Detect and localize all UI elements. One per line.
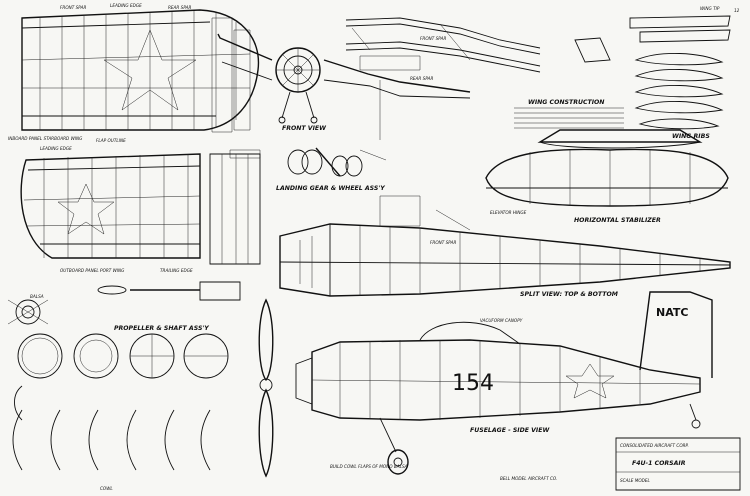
horizontal-stabilizer [485, 129, 729, 207]
elevator-hinge-label: ELEVATOR HINGE [490, 210, 527, 215]
fuselage-side-title: FUSELAGE - SIDE VIEW [470, 427, 550, 434]
trailing-edge-label: TRAILING EDGE [160, 268, 193, 273]
company-name: BELL MODEL AIRCRAFT CO. [500, 476, 557, 481]
fuselage-number-marking: 154 [452, 371, 494, 396]
rear-spar-note: REAR SPAR [410, 76, 433, 81]
front-view-title: FRONT VIEW [282, 125, 327, 132]
wing-ribs [634, 53, 724, 130]
cowl-formers [12, 333, 229, 471]
cowl-note: COWL [100, 486, 113, 491]
flap-outline-label: FLAP OUTLINE [96, 138, 126, 143]
leading-edge-port-label: LEADING EDGE [40, 146, 72, 151]
fuselage-side-view [295, 291, 713, 475]
canopy-label: VACUFORM CANOPY [480, 318, 523, 323]
front-spar-split-label: FRONT SPAR [430, 240, 456, 245]
landing-gear-assy [229, 147, 387, 177]
horizontal-stabilizer-title: HORIZONTAL STABILIZER [574, 217, 661, 224]
wing-tip-label: WING TIP [700, 6, 720, 11]
propeller-blade [258, 298, 274, 478]
propeller-shaft-assy [7, 281, 241, 325]
front-spar-note: FRONT SPAR [420, 36, 446, 41]
propeller-title: PROPELLER & SHAFT ASS'Y [114, 325, 209, 332]
rib-strips [211, 17, 251, 133]
spar-drawings [345, 17, 541, 73]
title-block [615, 437, 741, 491]
title-line3: SCALE MODEL [620, 478, 651, 483]
port-wing-panel [20, 153, 261, 265]
page-number: 12 [734, 8, 740, 13]
construction-notes: WING CONSTRUCTION [514, 99, 624, 129]
wing-construction-title: WING CONSTRUCTION [528, 99, 605, 106]
split-view-fuselage [279, 195, 731, 297]
balsa-label: BALSA [30, 294, 44, 299]
split-view-title: SPLIT VIEW: TOP & BOTTOM [520, 291, 619, 298]
title-line1: CONSOLIDATED AIRCRAFT CORP. [620, 443, 689, 448]
inboard-panel-label: INBOARD PANEL STARBOARD WING [8, 136, 83, 141]
wing-tip-profiles [574, 15, 731, 63]
landing-gear-title: LANDING GEAR & WHEEL ASS'Y [276, 185, 385, 192]
bottom-note: BUILD COWL FLAPS OF MONO BALSA [330, 464, 408, 469]
outboard-panel-label: OUTBOARD PANEL PORT WING [60, 268, 125, 273]
starboard-wing-panel [21, 9, 260, 131]
tail-code-marking: NATC [656, 306, 688, 319]
title-line2: F4U-1 CORSAIR [632, 460, 686, 467]
front-spar-label: FRONT SPAR [60, 5, 86, 10]
front-view [217, 33, 471, 140]
leading-edge-label: LEADING EDGE [110, 3, 142, 8]
rear-spar-label: REAR SPAR [168, 5, 191, 10]
